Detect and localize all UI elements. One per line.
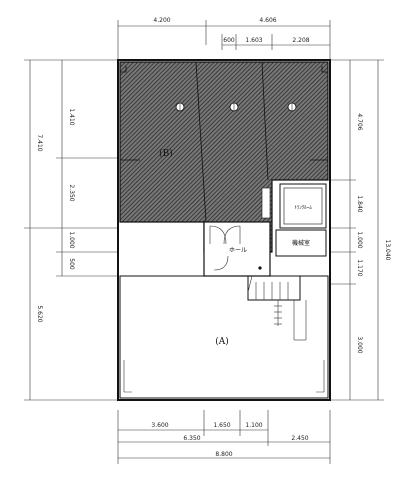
left-dim-2: 5.620 [36,305,43,322]
bottom-dim-1: 3.600 [151,422,168,429]
left-dim-1: 7.410 [36,134,43,151]
stairs [247,266,307,341]
left-dim-4: 2.350 [68,184,75,201]
right-dim-3: 1.000 [356,231,363,248]
bottom-dim-5: 2.450 [291,435,308,442]
trunk-room-label: ﾄﾗﾝｸﾙｰﾑ [294,205,312,211]
bottom-dimensions: 3.600 1.650 1.100 6.350 2.450 8.800 [117,410,331,464]
right-dim-4: 1.170 [356,259,363,276]
bottom-dim-3: 1.100 [245,422,262,429]
top-dim-1: 4.200 [153,17,170,24]
right-dim-1: 4.706 [356,113,363,130]
bottom-dim-6: 8.800 [215,451,232,458]
hall-label: ホール [229,247,247,254]
left-dim-5: 1.000 [68,231,75,248]
top-dimensions: 4.200 4.606 600 1.603 2.208 [117,17,331,62]
top-dim-2: 4.606 [259,17,276,24]
right-dimensions: 13.040 4.706 1.840 1.000 1.170 3.000 [330,59,391,401]
column-markers [175,102,297,112]
right-dim-total: 13.040 [384,240,391,261]
building-outline [117,59,331,401]
room-b-label: (B) [159,148,173,159]
room-a-label: (A) [215,336,229,347]
top-dim-5: 2.208 [292,37,309,44]
machine-room-label: 機械室 [292,239,310,247]
left-dim-3: 1.410 [68,108,75,125]
left-dim-6: 500 [68,258,75,270]
right-dim-5: 3.000 [356,336,363,353]
bottom-dim-2: 1.650 [213,422,230,429]
bottom-dim-4: 6.350 [183,435,200,442]
top-dim-3: 600 [223,37,235,44]
top-dim-4: 1.603 [245,37,262,44]
left-dimensions: 7.410 5.620 1.410 2.350 1.000 500 [24,59,118,401]
right-dim-2: 1.840 [356,195,363,212]
room-labels: (B) (A) ホール 機械室 ﾄﾗﾝｸﾙｰﾑ [159,148,312,347]
